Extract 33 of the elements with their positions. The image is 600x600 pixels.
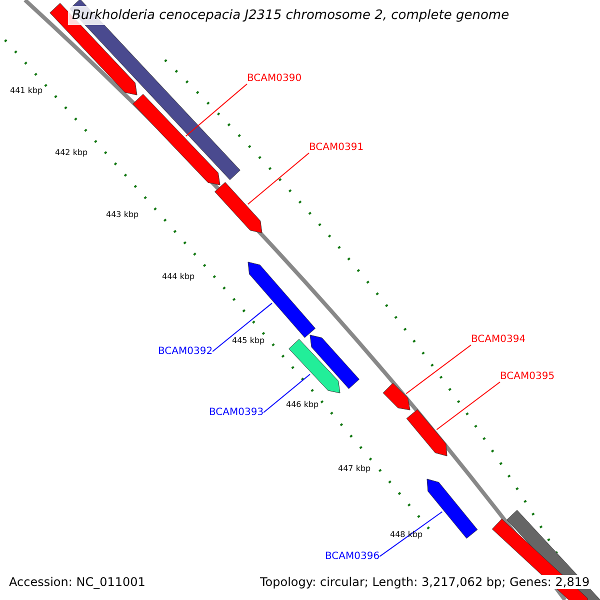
scale-label: 444 kbp <box>162 272 195 281</box>
gene-block <box>248 262 316 338</box>
gene-block <box>406 409 448 456</box>
gene-label: BCAM0393 <box>209 407 264 418</box>
scale-label: 446 kbp <box>286 400 319 409</box>
scale-label: 441 kbp <box>10 86 43 95</box>
scale-label: 445 kbp <box>232 336 265 345</box>
info-text: Accession: NC_011001 <box>9 575 146 589</box>
feature-bar <box>70 0 240 180</box>
gene-label: BCAM0391 <box>309 142 364 153</box>
scale-label: 447 kbp <box>338 464 371 473</box>
gene-block <box>310 334 360 389</box>
gene-block <box>132 94 220 186</box>
gene-label: BCAM0390 <box>247 73 302 84</box>
info-text: Topology: circular; Length: 3,217,062 bp; Genes: 2,819 <box>260 575 590 589</box>
gene-block <box>426 478 478 539</box>
leader-line <box>212 302 273 352</box>
leader-line <box>379 511 443 557</box>
scale-label: 443 kbp <box>106 210 139 219</box>
gene-label: BCAM0392 <box>158 346 213 357</box>
leader-line <box>263 374 311 413</box>
leader-line <box>406 344 472 394</box>
leader-line <box>436 382 500 430</box>
scale-label: 448 kbp <box>390 530 423 539</box>
gene-block <box>382 382 410 410</box>
gene-label: BCAM0394 <box>471 334 526 345</box>
gene-label: BCAM0395 <box>500 371 555 382</box>
gene-block <box>288 338 340 394</box>
gene-block <box>214 182 262 234</box>
scale-label: 442 kbp <box>55 148 88 157</box>
gene-label: BCAM0396 <box>325 551 380 562</box>
leader-line <box>247 152 310 205</box>
leader-line <box>185 84 248 137</box>
